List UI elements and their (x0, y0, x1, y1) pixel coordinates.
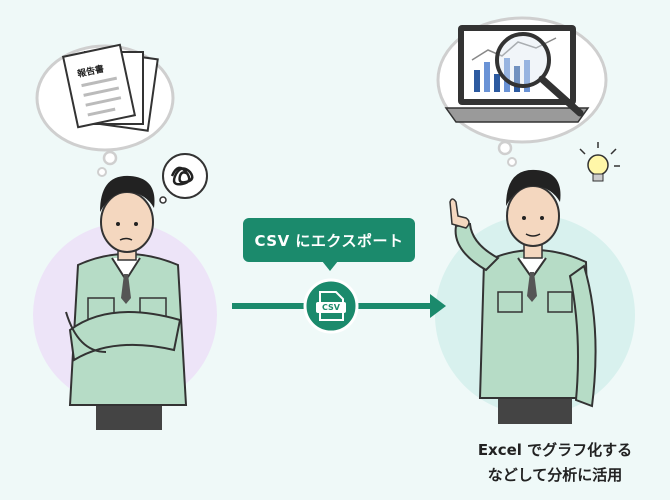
report-documents-icon (61, 43, 159, 132)
caption-line-1: Excel でグラフ化する (477, 441, 633, 459)
lightbulb-icon (579, 142, 620, 182)
magnifying-glass-icon (495, 32, 584, 117)
csv-file-icon (303, 278, 359, 334)
caption-line-2: などして分析に活用 (487, 466, 623, 484)
confused-scribble-bubble (159, 153, 208, 204)
enlightened-worker-figure (449, 169, 597, 424)
analysis-caption: Excel でグラフ化する などして分析に活用 (452, 438, 658, 488)
callout-pointer (322, 261, 338, 271)
csv-file-label: CSV (322, 303, 340, 312)
confused-worker-figure (65, 175, 188, 430)
export-callout: CSV にエクスポート (243, 218, 415, 262)
